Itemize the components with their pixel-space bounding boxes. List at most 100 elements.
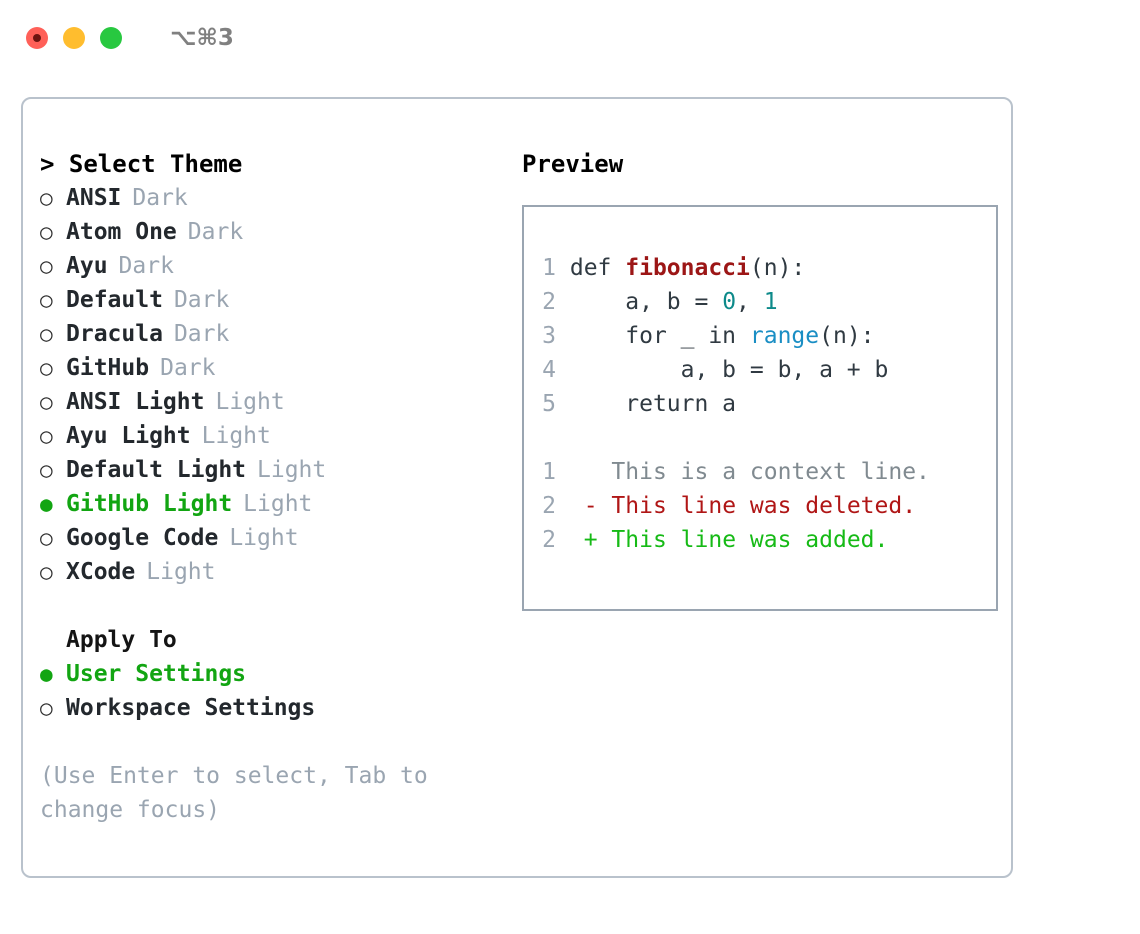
line-number: 1 xyxy=(542,255,556,281)
code-token: (n): xyxy=(749,255,806,281)
code-token: fibonacci xyxy=(625,255,750,281)
code-token: range xyxy=(749,323,820,349)
apply-to-heading: Apply To xyxy=(66,627,177,653)
theme-item-github[interactable]: ○ GitHub Dark xyxy=(40,351,510,385)
maximize-button[interactable] xyxy=(100,27,122,49)
theme-item-label: Ayu xyxy=(66,253,108,279)
code-line: 5 return a xyxy=(542,387,996,421)
code-token: a, b = xyxy=(569,289,723,315)
theme-item-variant-tag: Dark xyxy=(173,287,230,313)
radio-selected-icon: ● xyxy=(40,662,53,686)
radio-unselected-icon: ○ xyxy=(40,458,53,482)
theme-item-default-light[interactable]: ○ Default Light Light xyxy=(40,453,510,487)
theme-item-ayu[interactable]: ○ Ayu Dark xyxy=(40,249,510,283)
radio-unselected-icon: ○ xyxy=(40,390,53,414)
apply-to-option-user-settings[interactable]: ● User Settings xyxy=(40,657,510,691)
radio-unselected-icon: ○ xyxy=(40,424,53,448)
list-spacer xyxy=(40,589,510,623)
line-number: 5 xyxy=(542,391,556,417)
traffic-lights xyxy=(26,27,122,49)
theme-item-label: GitHub Light xyxy=(66,491,233,517)
minimize-button[interactable] xyxy=(63,27,85,49)
radio-unselected-icon: ○ xyxy=(40,560,53,584)
theme-item-variant-tag: Light xyxy=(243,491,313,517)
theme-item-variant-tag: Light xyxy=(146,559,216,585)
title-bar: ⌥⌘3 xyxy=(0,0,1140,76)
theme-item-variant-tag: Light xyxy=(215,389,285,415)
theme-item-label: ANSI xyxy=(66,185,122,211)
line-number: 2 xyxy=(542,493,556,519)
radio-unselected-icon: ○ xyxy=(40,356,53,380)
radio-selected-icon: ● xyxy=(40,492,53,516)
diff-line-del: 2 - This line was deleted. xyxy=(542,489,996,523)
theme-item-xcode[interactable]: ○ XCode Light xyxy=(40,555,510,589)
theme-item-label: XCode xyxy=(66,559,136,585)
radio-unselected-icon: ○ xyxy=(40,526,53,550)
theme-item-variant-tag: Dark xyxy=(132,185,188,211)
diff-sample: 1 This is a context line.2 - This line w… xyxy=(542,455,996,557)
theme-item-default[interactable]: ○ Default Dark xyxy=(40,283,510,317)
diff-line-ctx: 1 This is a context line. xyxy=(542,455,996,489)
radio-unselected-icon: ○ xyxy=(40,254,53,278)
theme-item-dracula[interactable]: ○ Dracula Dark xyxy=(40,317,510,351)
preview-column: Preview 1 def fibonacci(n):2 a, b = 0, 1… xyxy=(510,147,1011,876)
radio-unselected-icon: ○ xyxy=(40,186,53,210)
close-button[interactable] xyxy=(26,27,48,49)
code-line: 3 for _ in range(n): xyxy=(542,319,996,353)
theme-item-label: Ayu Light xyxy=(66,423,191,449)
diff-text: This line was added. xyxy=(611,527,889,553)
radio-unselected-icon: ○ xyxy=(40,696,53,720)
theme-item-variant-tag: Dark xyxy=(160,355,216,381)
theme-item-label: ANSI Light xyxy=(66,389,205,415)
code-token: 0 xyxy=(722,289,737,315)
theme-item-label: Atom One xyxy=(66,219,177,245)
diff-marker: - xyxy=(583,493,598,519)
diff-text: This line was deleted. xyxy=(611,493,917,519)
code-token: for _ in xyxy=(569,323,750,349)
theme-item-ansi[interactable]: ○ ANSI Dark xyxy=(40,181,510,215)
diff-marker: + xyxy=(583,527,598,553)
theme-item-variant-tag: Light xyxy=(229,525,299,551)
diff-text: This is a context line. xyxy=(611,459,930,485)
diff-line-add: 2 + This line was added. xyxy=(542,523,996,557)
apply-to-options[interactable]: ● User Settings ○ Workspace Settings xyxy=(40,657,510,725)
code-token: return a xyxy=(569,391,737,417)
theme-item-variant-tag: Light xyxy=(257,457,327,483)
line-number: 3 xyxy=(542,323,556,349)
keyboard-hint-text: (Use Enter to select, Tab to change focu… xyxy=(40,763,428,823)
theme-item-label: Dracula xyxy=(66,321,163,347)
theme-item-variant-tag: Dark xyxy=(118,253,174,279)
code-line: 4 a, b = b, a + b xyxy=(542,353,996,387)
apply-to-option-workspace-settings[interactable]: ○ Workspace Settings xyxy=(40,691,510,725)
theme-item-variant-tag: Dark xyxy=(173,321,230,347)
line-number: 1 xyxy=(542,459,556,485)
theme-item-label: Default xyxy=(66,287,163,313)
radio-unselected-icon: ○ xyxy=(40,288,53,312)
code-token: , xyxy=(736,289,764,315)
radio-unselected-icon: ○ xyxy=(40,220,53,244)
code-token: (n): xyxy=(819,323,875,349)
line-number: 4 xyxy=(542,357,556,383)
theme-item-label: Default Light xyxy=(66,457,247,483)
line-number: 2 xyxy=(542,527,556,553)
apply-to-option-label: User Settings xyxy=(66,661,247,687)
theme-item-label: GitHub xyxy=(66,355,150,381)
keyboard-shortcut-label: ⌥⌘3 xyxy=(170,25,234,51)
theme-item-github-light[interactable]: ● GitHub Light Light xyxy=(40,487,510,521)
radio-unselected-icon: ○ xyxy=(40,322,53,346)
line-number: 2 xyxy=(542,289,556,315)
apply-to-option-label: Workspace Settings xyxy=(66,695,316,721)
code-diff-separator xyxy=(542,421,996,455)
select-theme-heading: > Select Theme xyxy=(40,150,243,178)
code-line: 2 a, b = 0, 1 xyxy=(542,285,996,319)
code-token: def xyxy=(569,255,626,281)
theme-item-ansi-light[interactable]: ○ ANSI Light Light xyxy=(40,385,510,419)
